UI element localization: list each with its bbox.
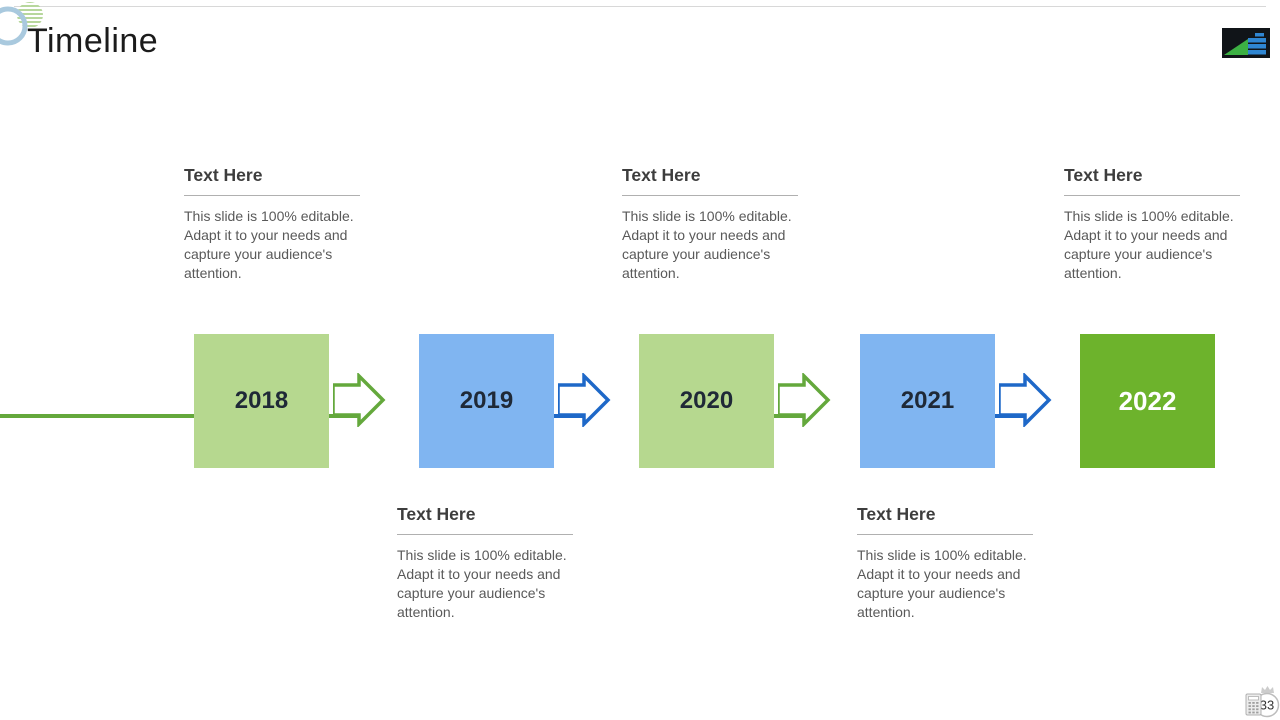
text-block-heading: Text Here <box>184 165 360 196</box>
year-box-2022: 2022 <box>1080 334 1215 468</box>
year-label: 2020 <box>679 387 734 414</box>
text-block-heading: Text Here <box>857 504 1033 535</box>
text-block-body: This slide is 100% editable. Adapt it to… <box>1064 208 1234 281</box>
year-label: 2018 <box>234 387 289 414</box>
page-title: Timeline <box>27 22 159 60</box>
year-box-2019: 2019 <box>419 334 554 468</box>
year-label: 2022 <box>1118 385 1177 416</box>
text-block-heading: Text Here <box>397 504 573 535</box>
timeline-line-2018 <box>0 414 360 418</box>
calculator-icon <box>1245 693 1262 716</box>
year-box-2018: 2018 <box>194 334 329 468</box>
year-box-2021: 2021 <box>860 334 995 468</box>
text-block-2018: Text Here This slide is 100% editable. A… <box>184 165 360 283</box>
page-number: 33 <box>1260 698 1274 713</box>
top-divider-line <box>14 6 1266 7</box>
arrow-right-icon-green <box>778 373 831 427</box>
year-label: 2021 <box>900 387 955 414</box>
crown-icon <box>1261 686 1274 693</box>
text-block-heading: Text Here <box>622 165 798 196</box>
arrow-right-icon-blue <box>999 373 1052 427</box>
year-label: 2019 <box>459 387 514 414</box>
text-block-2022: Text Here This slide is 100% editable. A… <box>1064 165 1240 283</box>
text-block-2019: Text Here This slide is 100% editable. A… <box>397 504 573 622</box>
text-block-body: This slide is 100% editable. Adapt it to… <box>184 208 354 281</box>
text-block-2021: Text Here This slide is 100% editable. A… <box>857 504 1033 622</box>
text-block-body: This slide is 100% editable. Adapt it to… <box>857 547 1027 620</box>
text-block-heading: Text Here <box>1064 165 1240 196</box>
text-block-body: This slide is 100% editable. Adapt it to… <box>397 547 567 620</box>
company-logo <box>1222 28 1270 58</box>
arrow-right-icon-blue <box>558 373 611 427</box>
arrow-right-icon-green <box>333 373 386 427</box>
text-block-2020: Text Here This slide is 100% editable. A… <box>622 165 798 283</box>
brand-circles-icon <box>0 2 43 46</box>
page-number-badge: 33 <box>1245 686 1280 718</box>
year-box-2020: 2020 <box>639 334 774 468</box>
text-block-body: This slide is 100% editable. Adapt it to… <box>622 208 792 281</box>
